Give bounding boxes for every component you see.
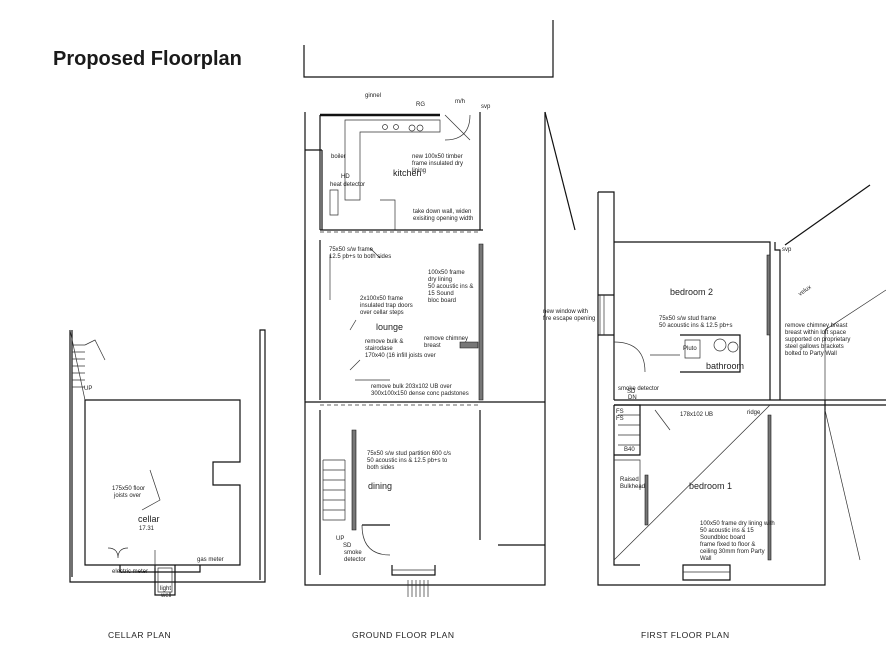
dry-lining-note: 50 acoustic ins & xyxy=(428,284,473,290)
kitchen-frame-note: lining xyxy=(412,168,426,174)
new-window-note: fire escape opening xyxy=(543,316,595,322)
remove-chimney-note: breast xyxy=(424,343,441,349)
lounge-frame-note: 2x100x50 frame xyxy=(360,296,404,302)
heat-detector-label: heat detector xyxy=(330,182,365,188)
remove-bulk-ub-note: remove bulk 203x102 UB over xyxy=(371,384,452,390)
gas-meter-label: gas meter xyxy=(197,557,224,563)
dry-lining-note: dry lining xyxy=(428,277,452,283)
ground-floor-plan xyxy=(303,20,576,597)
electric-meter-label: electric meter xyxy=(112,569,148,575)
room-bedroom-2: bedroom 2 xyxy=(670,287,713,297)
page-title: Proposed Floorplan xyxy=(53,48,242,70)
first-floor-plan xyxy=(597,184,886,586)
kitchen-frame-note: frame insulated dry xyxy=(412,161,463,167)
svp-label-first: svp xyxy=(782,247,792,253)
remove-chimney-first-note: steel gallows brackets xyxy=(785,344,844,350)
bed1-lining-note: 100x50 frame dry lining with xyxy=(700,521,775,527)
first-floor-plan-label: FIRST FLOOR PLAN xyxy=(641,630,730,640)
cellar-plan xyxy=(69,329,266,596)
bath-stud-note: 50 acoustic ins & 12.5 pb+s xyxy=(659,323,733,329)
fs-label: FS xyxy=(616,409,624,415)
room-kitchen: kitchen xyxy=(393,168,422,178)
dry-lining-note: 100x50 frame xyxy=(428,270,465,276)
remove-chimney-first-note: breast within loft space xyxy=(785,330,847,336)
fs-label-2: FS xyxy=(616,416,624,422)
ub-label: 178x102 UB xyxy=(680,412,713,418)
dining-partition-note: 50 acoustic ins & 12.5 pb+s to xyxy=(367,458,448,464)
light-well-label: light xyxy=(160,586,171,592)
bed1-lining-note: ceiling 30mm from Party xyxy=(700,549,765,555)
cellar-floor-note: joists over xyxy=(113,493,141,499)
cellar-floor-note: 175x50 floor xyxy=(112,486,145,492)
smoke-detector-note: detector xyxy=(344,557,366,563)
light-well-label: well xyxy=(160,593,171,599)
ground-sd-label: SD xyxy=(343,543,352,549)
velux-label: velux xyxy=(798,285,813,298)
remove-chimney-first-note: supported on proprietary xyxy=(785,337,850,343)
take-down-note: take down wall, widen xyxy=(413,209,471,215)
room-lounge: lounge xyxy=(376,322,403,332)
lounge-frame-note: insulated trap doors xyxy=(360,303,413,309)
remove-bulk-note: stairodase xyxy=(365,346,393,352)
cellar-up-label: UP xyxy=(84,386,92,392)
bed1-lining-note: frame fixed to floor & xyxy=(700,542,755,548)
raised-bulkhead-label: Bulkhead xyxy=(620,484,645,490)
bath-stud-note: 75x50 s/w stud frame xyxy=(659,316,717,322)
smoke-detector-first-label: smoke detector xyxy=(618,386,659,392)
pluto-label: Pluto xyxy=(683,346,697,352)
bed1-lining-note: Soundbloc board xyxy=(700,535,745,541)
svp-label: svp xyxy=(481,104,491,110)
rg-label: RG xyxy=(416,102,425,108)
dry-lining-note: 15 Sound xyxy=(428,291,454,297)
remove-bulk-note: 170x40 (16 infill joists over xyxy=(365,353,436,359)
room-bathroom: bathroom xyxy=(706,361,744,371)
bed1-lining-note: Wall xyxy=(700,556,711,562)
ground-floor-plan-label: GROUND FLOOR PLAN xyxy=(352,630,455,640)
remove-chimney-first-note: bolted to Party Wall xyxy=(785,351,837,357)
first-sd-label: SD xyxy=(627,389,636,395)
dining-partition-note: both sides xyxy=(367,465,394,471)
new-window-note: new window with xyxy=(543,309,588,315)
room-bedroom-1: bedroom 1 xyxy=(689,481,732,491)
remove-bulk-ub-note: 300x100x150 dense conc padstones xyxy=(371,391,469,397)
room-cellar-size: 17.31 xyxy=(139,526,155,532)
remove-chimney-first-note: remove chimney breast xyxy=(785,323,848,329)
bed1-lining-note: 50 acoustic ins & 15 xyxy=(700,528,754,534)
lounge-frame-note: over cellar steps xyxy=(360,310,404,316)
raised-bulkhead-label: Raised xyxy=(620,477,639,483)
hd-label: HD xyxy=(341,174,350,180)
ground-up-label: UP xyxy=(336,536,344,542)
remove-chimney-note: remove chimney xyxy=(424,336,468,342)
boiler-label: boiler xyxy=(331,154,346,160)
cellar-plan-label: CELLAR PLAN xyxy=(108,630,171,640)
mh-label: m/h xyxy=(455,99,465,105)
ginnel-label: ginnel xyxy=(365,93,381,99)
stud-frame-note: 12.5 pb+s to both sides xyxy=(329,254,391,260)
remove-bulk-note: remove bulk & xyxy=(365,339,403,345)
dining-partition-note: 75x50 s/w stud partition 600 c/s xyxy=(367,451,451,457)
stud-frame-note: 75x50 s/w frame xyxy=(329,247,374,253)
room-dining: dining xyxy=(368,481,392,491)
ridge-label: ridge xyxy=(747,410,761,416)
take-down-note: exisiting opening width xyxy=(413,216,473,222)
b40-label: B40 xyxy=(624,447,635,453)
dn-label: DN xyxy=(628,395,637,401)
smoke-detector-note: smoke xyxy=(344,550,362,556)
dry-lining-note: bloc board xyxy=(428,298,456,304)
room-cellar: cellar xyxy=(138,514,160,524)
kitchen-frame-note: new 100x50 timber xyxy=(412,154,463,160)
